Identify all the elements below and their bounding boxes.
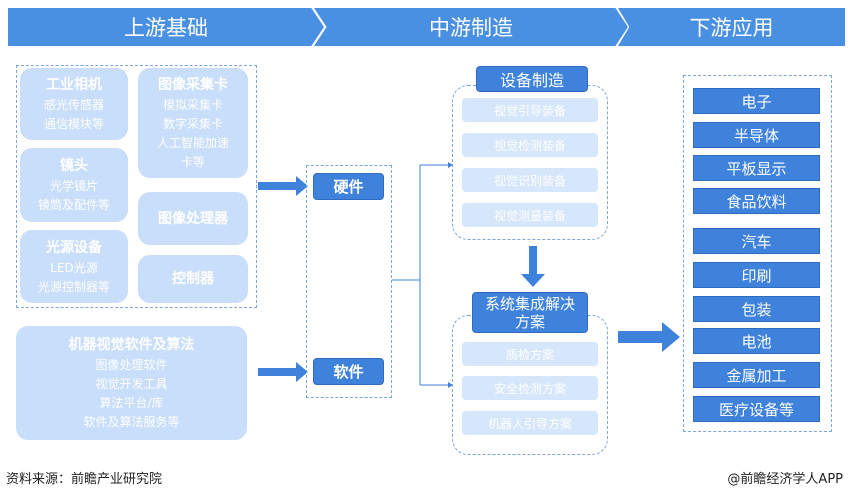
equipment-item: 视觉识别装备 (462, 168, 598, 192)
camera-box: 工业相机感光传感器通信模块等 (20, 68, 128, 140)
downstream-item: 平板显示 (693, 155, 820, 181)
light-line: LED光源 (50, 260, 98, 275)
lens-line: 镜筒及配件等 (37, 198, 110, 212)
software-line: 图像处理软件 (95, 358, 168, 372)
downstream-item: 食品饮料 (693, 188, 820, 214)
capture-card-title: 图像采集卡 (158, 77, 228, 93)
downstream-item: 半导体 (693, 122, 820, 148)
software-line: 视觉开发工具 (95, 377, 168, 391)
brand-note: @前瞻经济学人APP (727, 472, 843, 487)
camera-title: 工业相机 (46, 77, 102, 93)
downstream-item: 汽车 (693, 228, 820, 254)
header-midstream: 中游制造 (314, 8, 628, 46)
header-upstream: 上游基础 (8, 8, 324, 46)
hardware-label: 硬件 (313, 173, 384, 200)
middle-group (306, 165, 392, 398)
arrow-icon (521, 246, 545, 287)
camera-line: 感光传感器 (43, 98, 104, 112)
integration-item: 安全检测方案 (462, 376, 598, 400)
controller-title: 控制器 (172, 271, 214, 287)
downstream-item: 金属加工 (693, 362, 820, 388)
camera-line: 通信模块等 (43, 117, 104, 131)
downstream-group (683, 75, 832, 432)
arrow-icon (258, 176, 308, 196)
light-title: 光源设备 (46, 239, 102, 256)
software-box: 机器视觉软件及算法图像处理软件视觉开发工具算法平台/库软件及算法服务等 (16, 326, 247, 440)
software-title: 机器视觉软件及算法 (68, 337, 195, 353)
header-downstream: 下游应用 (618, 8, 845, 46)
capture-card-line: 模拟采集卡 (162, 98, 223, 112)
downstream-item: 电子 (693, 88, 820, 114)
arrow-icon (618, 322, 680, 352)
capture-card-line: 卡等 (180, 155, 205, 169)
light-box: 光源设备 LED光源光源控制器等 (20, 230, 128, 303)
software-line: 算法平台/库 (99, 396, 164, 410)
header-downstream-label: 下游应用 (689, 16, 774, 40)
controller-box: 控制器 (138, 255, 248, 303)
arrow-icon (258, 362, 308, 382)
header-upstream-label: 上游基础 (124, 16, 208, 40)
light-line: 光源控制器等 (37, 279, 110, 294)
integration-item: 机器人引导方案 (462, 411, 598, 435)
lens-line: 光学镜片 (49, 179, 98, 193)
processor-title: 图像处理器 (158, 210, 228, 227)
header-midstream-label: 中游制造 (429, 16, 513, 40)
integration-item: 质检方案 (462, 342, 598, 366)
capture-card-line: 数字采集卡 (162, 117, 223, 131)
software-line: 软件及算法服务等 (83, 415, 180, 429)
downstream-item: 电池 (693, 328, 820, 354)
integration-title: 系统集成解决方案 (472, 292, 588, 333)
software-label: 软件 (313, 358, 384, 385)
downstream-item: 医疗设备等 (693, 396, 820, 422)
lens-box: 镜头光学镜片镜筒及配件等 (20, 148, 128, 222)
equipment-title: 设备制造 (476, 66, 588, 92)
equipment-item: 视觉引导装备 (462, 98, 598, 122)
processor-box: 图像处理器 (138, 192, 248, 245)
hardware-group (16, 65, 257, 308)
downstream-item: 包装 (693, 296, 820, 322)
equipment-item: 视觉检测装备 (462, 133, 598, 157)
capture-card-line: 人工智能加速 (156, 136, 229, 150)
downstream-item: 印刷 (693, 262, 820, 288)
source-note: 资料来源：前瞻产业研究院 (6, 472, 163, 487)
capture-card-box: 图像采集卡模拟采集卡数字采集卡人工智能加速卡等 (138, 68, 248, 178)
lens-title: 镜头 (60, 158, 88, 174)
equipment-item: 视觉测量装备 (462, 203, 598, 227)
